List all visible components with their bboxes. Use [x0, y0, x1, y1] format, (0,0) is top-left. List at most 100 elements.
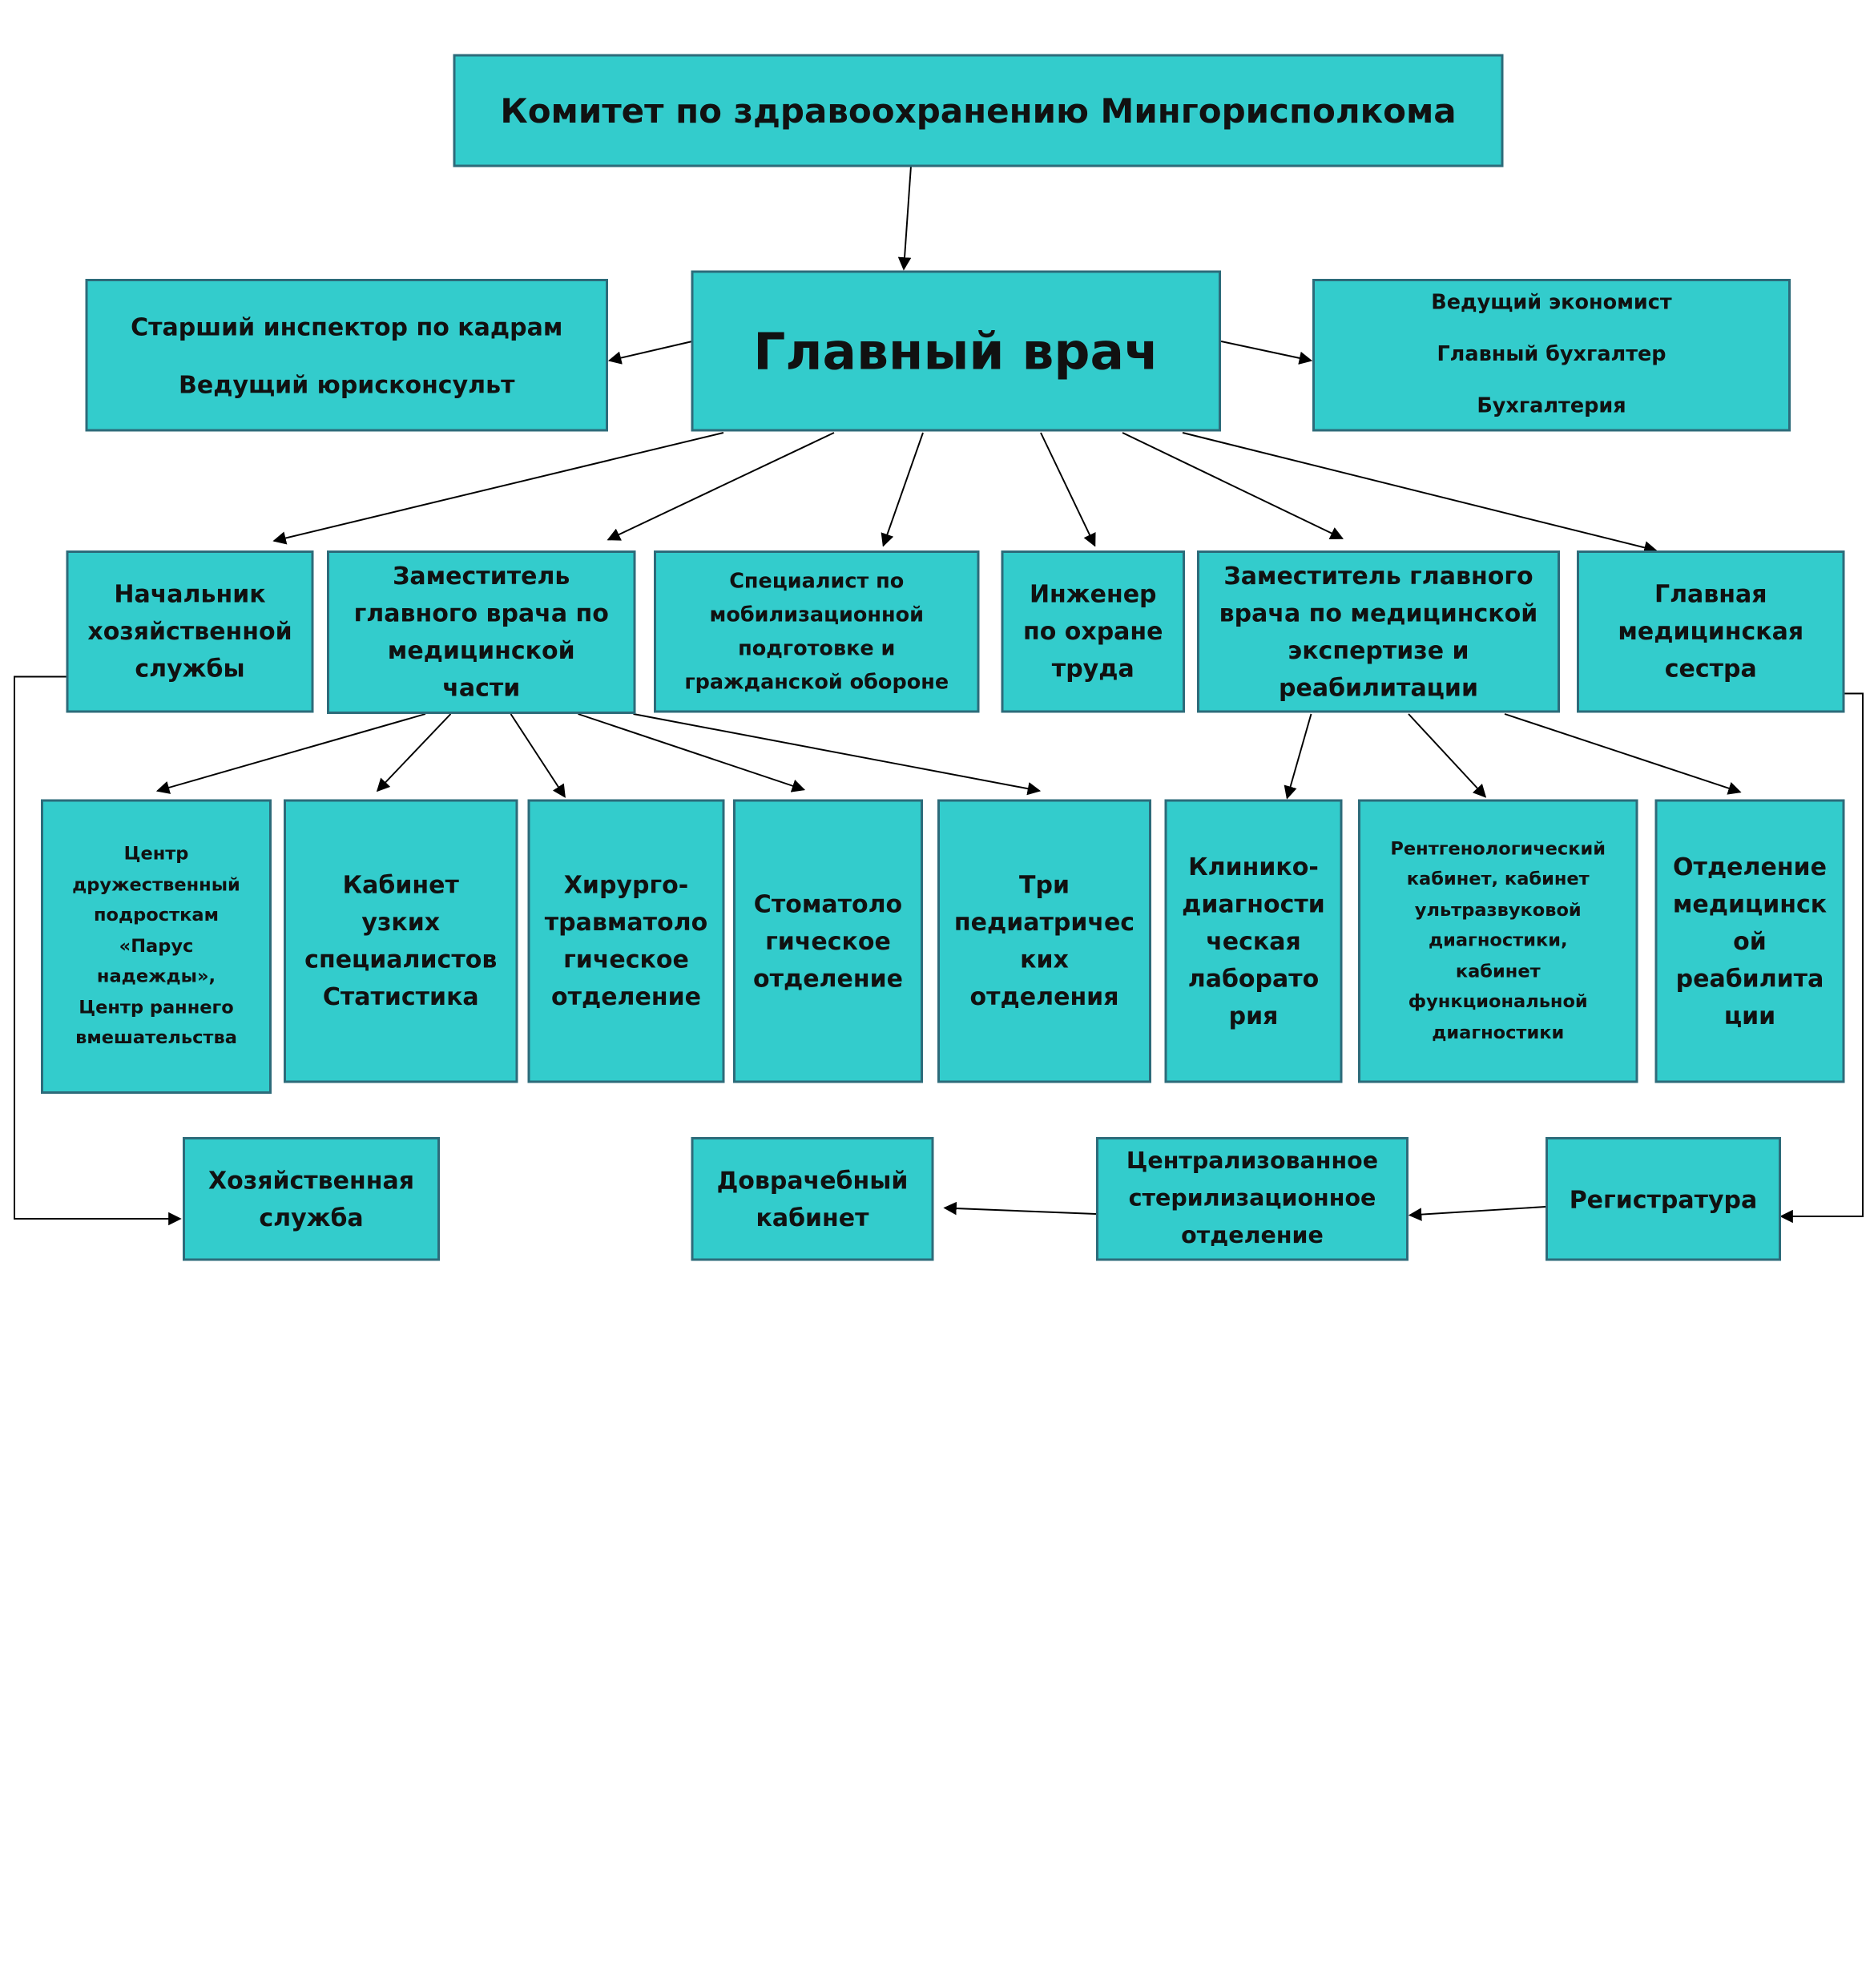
sterilization-line-3: отделение	[1181, 1222, 1324, 1249]
committee-box: Комитет по здравоохранению Мингорисполко…	[453, 54, 1504, 167]
xray-line-5: кабинет	[1455, 960, 1541, 982]
edge-expertise-xray	[1408, 713, 1487, 798]
deputy-medical-box: Заместитель главного врача по медицинской ч…	[327, 550, 636, 714]
edge-deputy-specialists	[376, 713, 452, 792]
xray-box: Рентгенологический кабинет, кабинет ультра…	[1358, 799, 1638, 1083]
economics-line-1: Ведущий экономист	[1431, 291, 1672, 315]
dental-box: Стоматоло гическое отделение	[733, 799, 923, 1083]
deputy-expertise-line-3: экспертизе и	[1288, 635, 1469, 664]
sterilization-line-1: Централизованное	[1126, 1147, 1379, 1175]
economics-line-2: Главный бухгалтер	[1437, 342, 1666, 367]
surgery-line-1: Хирурго-	[563, 870, 689, 899]
safety-engineer-line-2: по охране	[1022, 616, 1163, 646]
registry-line-1: Регистратура	[1569, 1184, 1758, 1214]
rehab-line-5: ции	[1723, 1000, 1776, 1030]
pediatric-line-2: педиатричес	[953, 907, 1135, 937]
dental-line-2: гическое	[765, 925, 891, 955]
edge-chief-head-household	[272, 432, 724, 545]
xray-line-4: диагностики,	[1428, 929, 1568, 951]
rehab-line-1: Отделение	[1673, 851, 1827, 881]
deputy-expertise-line-1: Заместитель главного	[1223, 560, 1533, 590]
sterilization-box: Централизованное стерилизационное отделени…	[1096, 1137, 1409, 1261]
pediatric-line-3: ких	[1020, 945, 1069, 974]
lab-line-1: Клинико-	[1188, 851, 1319, 881]
edge-expertise-lab	[1284, 713, 1312, 800]
edge-sterilization-premedical	[943, 1201, 1097, 1216]
edge-registry-sterilization	[1408, 1206, 1546, 1221]
youth-center-line-2: дружественный	[72, 873, 240, 896]
xray-line-1: Рентгенологический	[1390, 837, 1606, 860]
dental-line-1: Стоматоло	[753, 889, 903, 918]
deputy-medical-line-3: медицинской	[387, 635, 575, 665]
head-household-line-2: хозяйственной	[87, 616, 292, 646]
specialists-line-4: Статистика	[322, 982, 479, 1011]
chief-line-1: Главный врач	[753, 321, 1159, 381]
pediatric-line-4: отделения	[969, 982, 1119, 1011]
surgery-line-4: отделение	[550, 982, 701, 1011]
edge-committee-chief	[897, 165, 912, 271]
surgery-line-2: травматоло	[544, 907, 708, 937]
edge-deputy-youth-center	[155, 713, 426, 794]
xray-line-6: функциональной	[1408, 990, 1588, 1013]
deputy-expertise-line-4: реабилитации	[1279, 672, 1478, 702]
rehab-line-4: реабилита	[1675, 963, 1824, 993]
youth-center-line-5: надежды»,	[96, 965, 216, 987]
lab-line-3: ческая	[1206, 925, 1301, 955]
lab-line-2: диагности	[1182, 889, 1325, 918]
dental-line-3: отделение	[752, 963, 903, 993]
committee-line-1: Комитет по здравоохранению Мингорисполко…	[500, 91, 1457, 131]
household-line-1: Хозяйственная	[208, 1165, 414, 1195]
registry-box: Регистратура	[1546, 1137, 1781, 1261]
edge-expertise-rehab	[1504, 713, 1742, 795]
edge-deputy-dental	[578, 713, 806, 792]
xray-line-2: кабинет, кабинет	[1406, 868, 1590, 890]
sterilization-line-2: стерилизационное	[1128, 1185, 1376, 1212]
edge-chief-hr-legal	[607, 341, 693, 365]
youth-center-line-6: Центр раннего	[79, 996, 234, 1018]
mobilization-line-4: гражданской обороне	[684, 670, 949, 695]
mobilization-line-1: Специалист по	[729, 569, 905, 594]
deputy-expertise-box: Заместитель главного врача по медицинской…	[1197, 550, 1560, 713]
premedical-line-1: Доврачебный	[716, 1165, 909, 1195]
specialists-line-3: специалистов	[304, 945, 498, 974]
edge-chief-deputy-medical	[607, 432, 835, 541]
deputy-expertise-line-2: врача по медицинской	[1219, 598, 1538, 627]
youth-center-line-7: вмешательства	[75, 1026, 237, 1049]
mobilization-line-3: подготовке и	[738, 636, 896, 661]
head-household-line-3: службы	[135, 654, 245, 683]
deputy-medical-line-1: Заместитель	[393, 561, 570, 591]
hr-legal-line-1: Старший инспектор по кадрам	[131, 312, 563, 341]
youth-center-line-4: «Парус	[119, 934, 194, 957]
safety-engineer-line-1: Инженер	[1029, 579, 1157, 608]
deputy-medical-line-4: части	[442, 673, 521, 702]
edge-chief-mobilization	[881, 432, 924, 547]
edge-chief-deputy-expertise	[1122, 432, 1344, 539]
rehab-line-3: ой	[1733, 925, 1767, 955]
lab-line-5: рия	[1228, 1000, 1279, 1030]
xray-line-3: ультразвуковой	[1414, 898, 1582, 921]
xray-line-7: диагностики	[1432, 1021, 1565, 1043]
rehab-box: Отделение медицинск ой реабилита ции	[1654, 799, 1845, 1083]
edge-deputy-pediatric	[633, 713, 1042, 796]
edge-head-household-household	[14, 675, 182, 1226]
premedical-box: Доврачебный кабинет	[691, 1137, 934, 1261]
household-line-2: служба	[259, 1202, 364, 1232]
rehab-line-2: медицинск	[1672, 889, 1828, 918]
household-service-box: Хозяйственная служба	[183, 1137, 440, 1261]
premedical-line-2: кабинет	[756, 1202, 869, 1232]
deputy-medical-line-2: главного врача по	[353, 599, 609, 627]
edge-chief-head-nurse	[1182, 432, 1658, 554]
head-nurse-line-1: Главная	[1654, 579, 1767, 608]
